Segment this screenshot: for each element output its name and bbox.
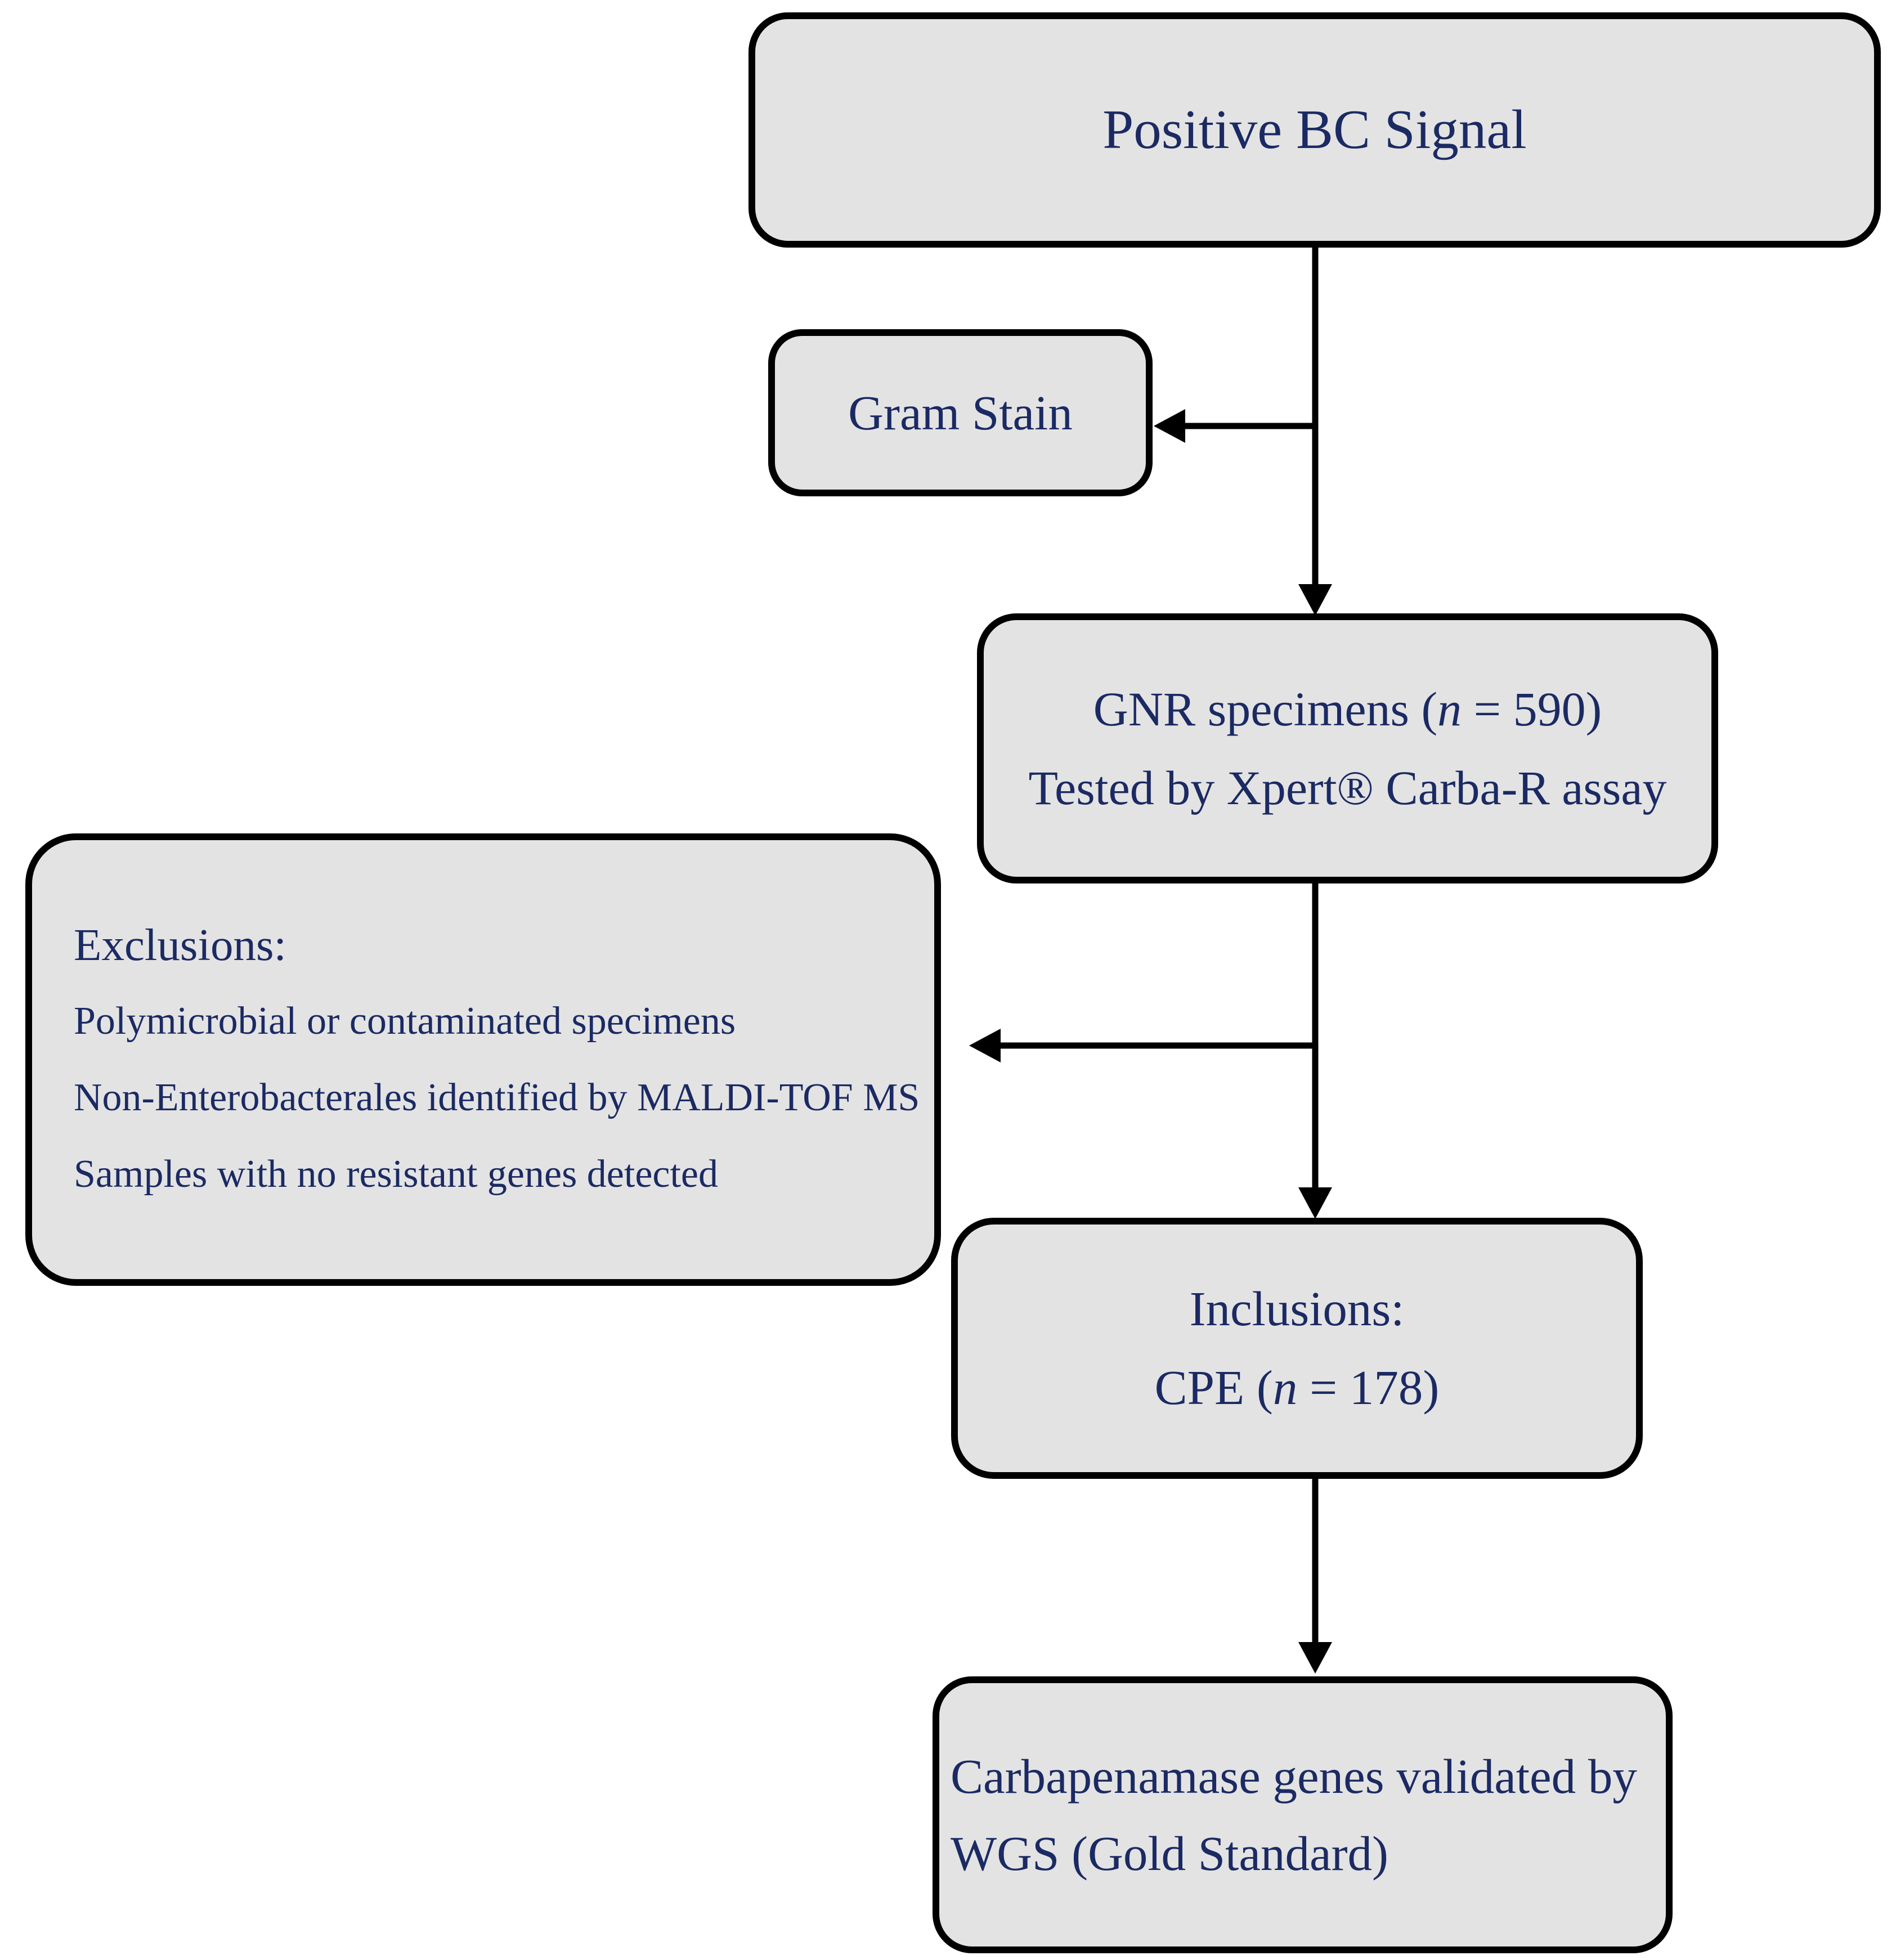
exclusions-item: Samples with no resistant genes detected — [74, 1152, 718, 1196]
node-label-line2: WGS (Gold Standard) — [951, 1826, 1389, 1881]
exclusions-item: Polymicrobial or contaminated specimens — [74, 999, 736, 1043]
inclusions-line2-pre: CPE ( — [1154, 1360, 1273, 1415]
exclusions-item: Non-Enterobacterales identified by MALDI… — [74, 1076, 920, 1119]
arrowhead-down-wgs-icon — [1298, 1642, 1332, 1674]
node-label-line1: Inclusions: — [1189, 1281, 1405, 1336]
node-label-line2: CPE (n = 178) — [1155, 1348, 1440, 1427]
gnr-line1-post: = 590) — [1462, 682, 1602, 736]
node-label: Positive BC Signal — [1102, 99, 1527, 160]
node-label-line1: Carbapenamase genes validated by — [951, 1749, 1637, 1804]
arrowhead-left-gram-icon — [1154, 409, 1185, 443]
gnr-line1-pre: GNR specimens ( — [1093, 682, 1438, 736]
node-label: Gram Stain — [848, 385, 1073, 440]
node-label-line2: Tested by Xpert® Carba-R assay — [1028, 761, 1667, 815]
arrowhead-down-gnr-icon — [1298, 584, 1332, 616]
arrowhead-left-exclusions-icon — [969, 1029, 1001, 1062]
arrowhead-down-inclusions-icon — [1298, 1187, 1332, 1219]
gnr-line1-n: n — [1437, 682, 1462, 736]
node-gnr-specimens: GNR specimens (n = 590) Tested by Xpert®… — [977, 613, 1718, 883]
node-positive-bc-signal: Positive BC Signal — [748, 12, 1881, 248]
node-gram-stain: Gram Stain — [768, 329, 1153, 496]
node-label-line1: GNR specimens (n = 590) — [1093, 670, 1602, 748]
node-exclusions: Exclusions: Polymicrobial or contaminate… — [25, 833, 941, 1286]
exclusions-heading: Exclusions: — [74, 920, 286, 970]
node-inclusions: Inclusions: CPE (n = 178) — [951, 1218, 1643, 1479]
inclusions-line2-n: n — [1272, 1360, 1298, 1415]
inclusions-line2-post: = 178) — [1297, 1360, 1440, 1415]
node-wgs-validation: Carbapenamase genes validated by WGS (Go… — [933, 1676, 1673, 1953]
